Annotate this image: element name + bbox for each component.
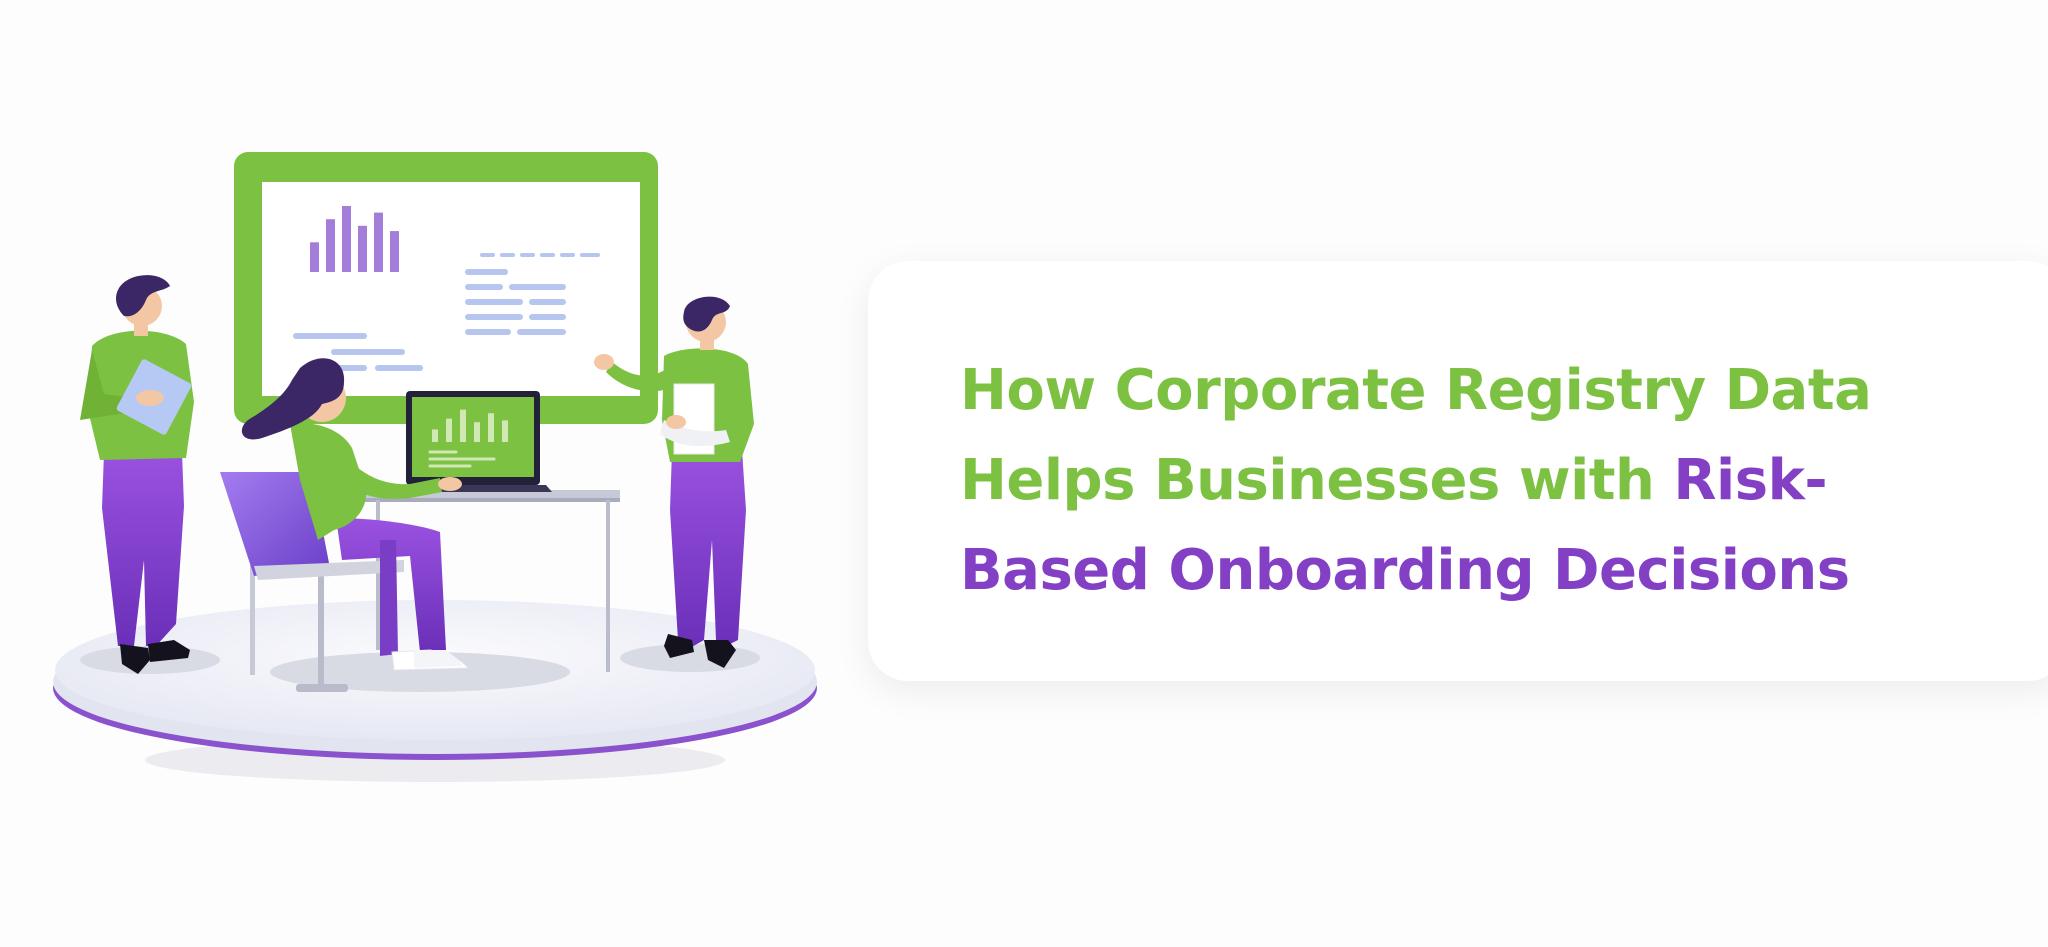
board-chart-bar — [358, 225, 367, 272]
laptop-icon — [394, 391, 552, 492]
board-chart-bar — [310, 242, 319, 272]
headline-line-2: Helps Businesses with Risk- — [960, 436, 2000, 526]
laptop-chart-bar — [502, 420, 508, 442]
board-text-lines — [293, 269, 566, 371]
team-illustration-svg — [53, 152, 817, 782]
board-chart-bar — [390, 231, 399, 272]
board-chart-bar — [374, 212, 383, 272]
desk-icon — [360, 490, 620, 672]
headline-line-2-green: Helps Businesses with — [960, 448, 1674, 513]
person-icon — [594, 296, 754, 668]
person-icon — [241, 358, 469, 671]
laptop-chart-bar — [432, 429, 438, 442]
headline-card — [868, 261, 2048, 681]
laptop-chart-bar — [488, 413, 494, 442]
laptop-chart-bar — [446, 418, 452, 442]
headline-line-2-purple: Risk- — [1673, 448, 1828, 513]
laptop-chart-bar — [460, 409, 466, 442]
team-illustration — [0, 0, 860, 943]
headline-line-3: Based Onboarding Decisions — [960, 538, 1850, 603]
headline-line-1: How Corporate Registry Data — [960, 358, 1872, 423]
laptop-bar-chart-icon — [432, 409, 508, 442]
presentation-board-icon — [234, 152, 658, 424]
board-chart-bar — [342, 206, 351, 272]
laptop-chart-bar — [474, 422, 480, 442]
headline: How Corporate Registry Data Helps Busine… — [960, 346, 2000, 616]
person-icon — [80, 275, 194, 674]
chair-icon — [220, 472, 404, 692]
board-chart-bar — [326, 219, 335, 272]
bar-chart-icon — [310, 206, 399, 272]
